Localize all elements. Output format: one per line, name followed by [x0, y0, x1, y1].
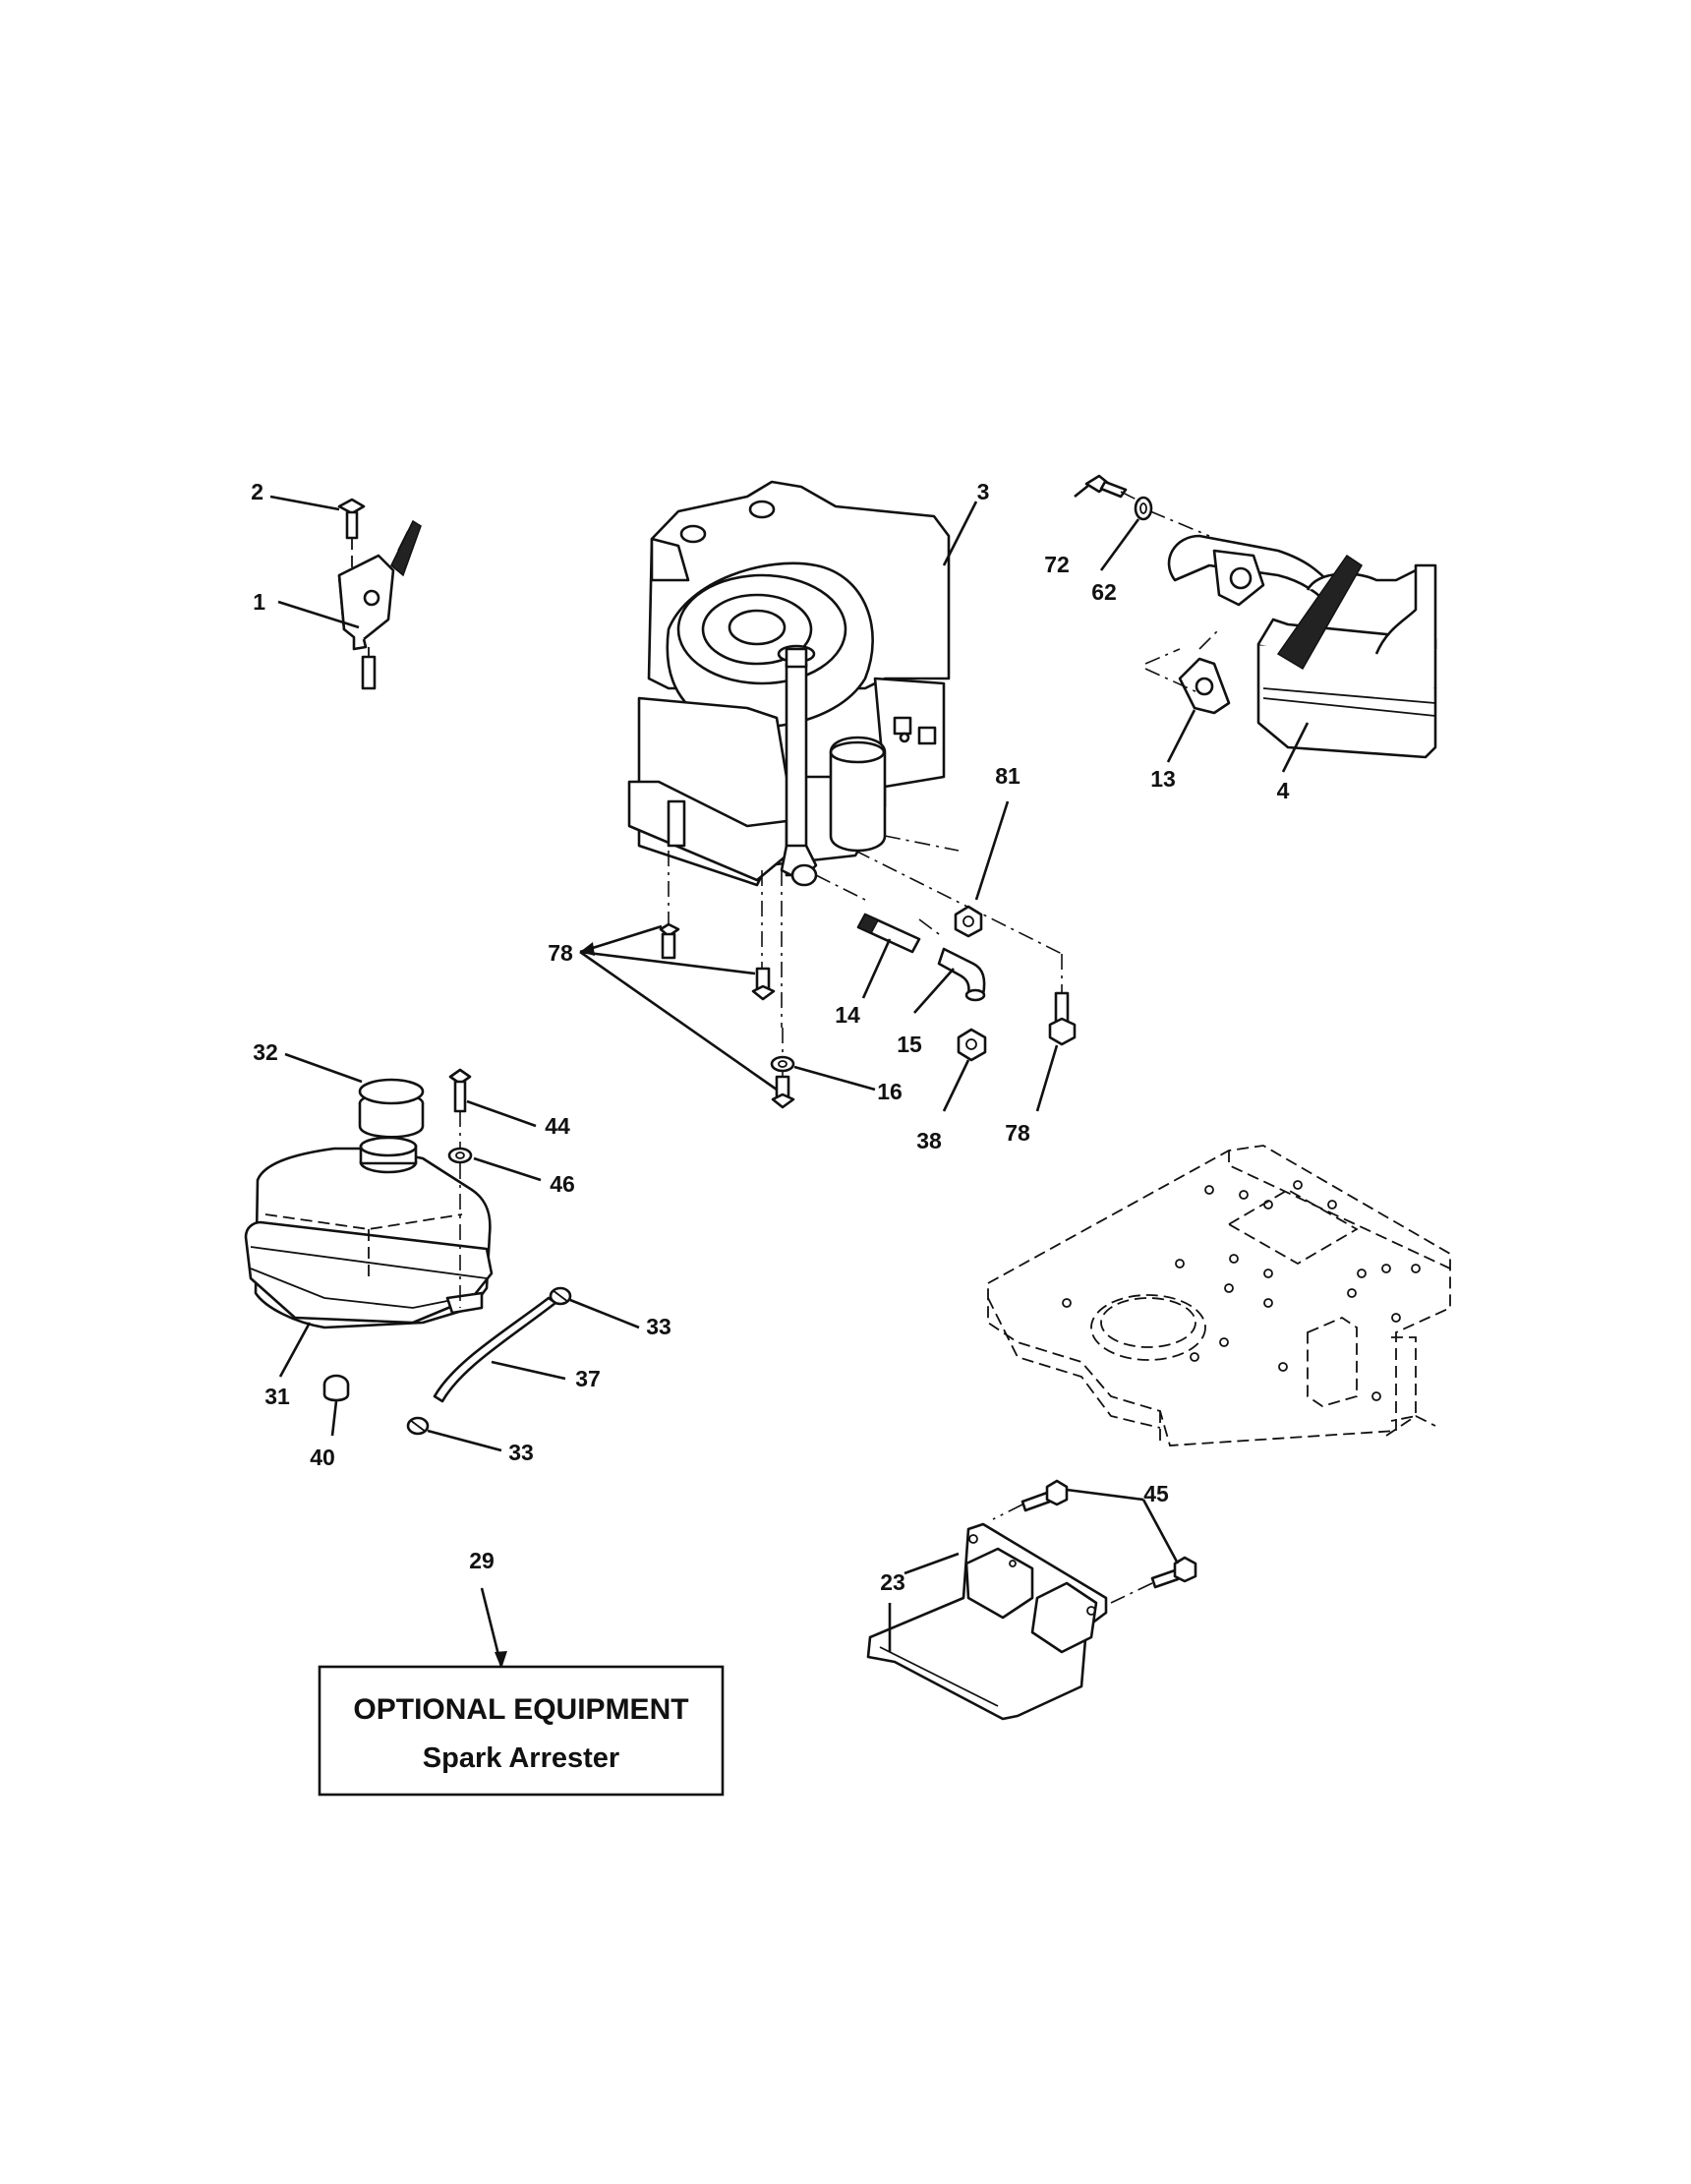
callout-81: 81	[995, 763, 1020, 789]
mounting-plate-part-23	[866, 1522, 1108, 1721]
throttle-control-part	[337, 519, 422, 690]
bolt-part-78-c	[771, 1075, 795, 1109]
bolt-part-45-lower	[1150, 1556, 1197, 1589]
optional-equipment-title: OPTIONAL EQUIPMENT	[353, 1693, 688, 1726]
callout-16: 16	[877, 1079, 903, 1104]
washer-part-62	[1134, 496, 1153, 521]
elbow-part-15	[937, 947, 986, 1002]
callout-33-bottom: 33	[508, 1440, 534, 1465]
callout-32: 32	[253, 1039, 278, 1065]
callout-15: 15	[897, 1032, 922, 1057]
clamp-part-33-top	[549, 1286, 572, 1306]
bolt-part-78-a	[659, 922, 680, 960]
fuel-hose-part-37	[433, 1296, 557, 1403]
optional-equipment-box	[318, 1665, 725, 1797]
callout-4: 4	[1277, 778, 1290, 803]
washer-part-46	[447, 1147, 473, 1164]
muffler-part-4	[1167, 534, 1437, 759]
optional-equipment-subtitle: Spark Arrester	[423, 1742, 619, 1774]
bolt-part-78-d	[1048, 991, 1077, 1046]
clamp-part-33-bottom	[406, 1416, 430, 1436]
callout-78-left: 78	[548, 940, 573, 966]
screw-part-2	[337, 498, 366, 570]
chassis-frame	[987, 1145, 1451, 1446]
callout-46: 46	[550, 1171, 575, 1197]
callout-37: 37	[575, 1366, 601, 1391]
grommet-part-40	[322, 1374, 350, 1402]
callout-38: 38	[916, 1128, 942, 1153]
callout-33-top: 33	[646, 1314, 671, 1339]
fuel-tank-part-31	[244, 1136, 494, 1329]
callout-40: 40	[310, 1445, 335, 1470]
callout-29: 29	[469, 1548, 495, 1573]
nut-part-38	[957, 1028, 987, 1062]
fuel-cap-part-32	[358, 1078, 425, 1139]
engine-part	[627, 480, 951, 887]
callout-45: 45	[1143, 1481, 1169, 1506]
callout-62: 62	[1091, 579, 1117, 605]
callout-44: 44	[545, 1113, 570, 1139]
bolt-part-45-upper	[1020, 1479, 1069, 1512]
callout-13: 13	[1150, 766, 1176, 792]
callout-2: 2	[251, 479, 263, 504]
callout-3: 3	[977, 479, 990, 504]
callout-31: 31	[264, 1384, 290, 1409]
gasket-part-13	[1178, 657, 1231, 715]
washer-part-16	[770, 1055, 795, 1073]
callout-14: 14	[835, 1002, 860, 1028]
bolt-part-78-b	[751, 967, 776, 1001]
callout-72: 72	[1044, 552, 1070, 577]
bolt-part-44	[448, 1068, 472, 1113]
callout-23: 23	[880, 1569, 905, 1595]
pipe-part-14	[856, 913, 921, 954]
bolt-part-72	[1084, 474, 1128, 499]
nut-part-81	[954, 905, 983, 938]
callout-1: 1	[253, 589, 265, 615]
callout-78-right: 78	[1005, 1120, 1030, 1146]
